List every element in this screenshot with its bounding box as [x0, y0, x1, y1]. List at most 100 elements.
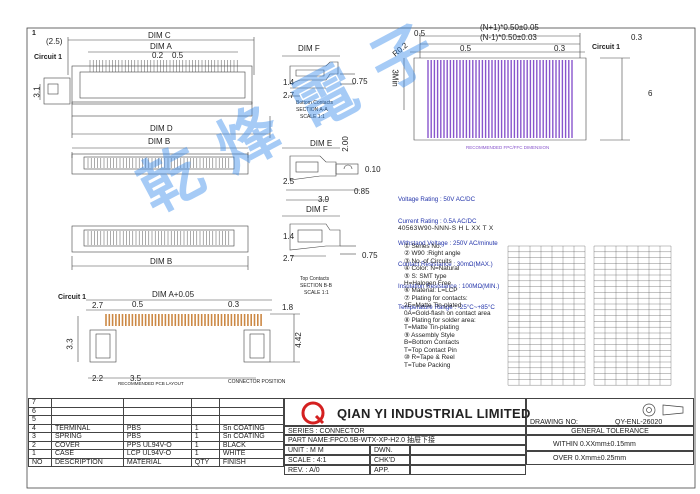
- legend-line: T=Top Contact Pin: [404, 346, 457, 354]
- unit-cell: UNIT : M M: [284, 445, 370, 455]
- legend-line: B=Bottom Contacts: [404, 339, 460, 347]
- bom-no: 4: [28, 423, 52, 433]
- bom-qty: 1: [190, 449, 220, 459]
- bom-qty: [190, 406, 220, 416]
- circuit1-top-label: Circuit 1: [34, 54, 63, 61]
- rev-cell: REV. : A/0: [284, 465, 370, 475]
- bom-material: [122, 406, 192, 416]
- spec-line: Temperature Range : -25°C~+85°C: [398, 304, 495, 312]
- sec3-d27: 2.7: [283, 254, 295, 263]
- sec2-d085: 0.85: [354, 187, 370, 196]
- bom-qty: 1: [190, 432, 220, 442]
- company-name: QIAN YI INDUSTRIAL LIMITED: [337, 406, 531, 421]
- bom-no: 7: [28, 398, 52, 408]
- bom-no: 1: [28, 449, 52, 459]
- sec3-dim-f: DIM F: [306, 205, 328, 214]
- fp-circuit1: Circuit 1: [58, 294, 87, 301]
- sec2-d25: 2.5: [283, 177, 295, 186]
- bom-no: NO: [28, 457, 52, 467]
- fpc-d05-left: 0.5: [414, 29, 426, 38]
- sec3-d075: 0.75: [362, 251, 378, 260]
- drawing-no-label: DRAWING NO:: [530, 419, 578, 426]
- section-a-caption1: Bottom Contacts: [296, 100, 333, 106]
- spec-line: Current Rating : 0.5A AC/DC: [398, 218, 477, 226]
- fpc-d05-mid: 0.5: [460, 44, 472, 53]
- section-a-caption2: SECTION A-A: [296, 107, 328, 113]
- bom-finish: [218, 406, 285, 416]
- sec3-caption3: SCALE 1:1: [304, 290, 329, 296]
- sec2-dim-e: DIM E: [310, 139, 333, 148]
- bom-row: 6: [28, 406, 285, 416]
- series-text: SERIES : CONNECTOR: [288, 428, 365, 435]
- company-logo: [301, 401, 325, 425]
- fp-dim-a: DIM A+0.05: [152, 290, 195, 299]
- sec2-d010: 0.10: [365, 165, 381, 174]
- bom-finish: Sn COATING: [218, 432, 285, 442]
- spec-line: Voltage Rating : 50V AC/DC: [398, 196, 476, 204]
- bom-description: [50, 398, 124, 408]
- bom-description: CASE: [50, 449, 124, 459]
- series-cell: SERIES : CONNECTOR: [284, 426, 526, 435]
- pitch-05-label: 0.5: [172, 51, 184, 60]
- fp-caption: RECOMMENDED PCB LAYOUT: [118, 381, 184, 386]
- bom-description: DESCRIPTION: [50, 457, 124, 467]
- legend-line: ⑥ Material: L=LCP: [404, 287, 458, 295]
- legend-line: ⑦ Plating for contacts:: [404, 294, 468, 302]
- bom-no: 5: [28, 415, 52, 425]
- dim-d-label: DIM D: [150, 124, 173, 133]
- legend-line: ⑤ S: SMT type: [404, 272, 447, 280]
- tolerance-title: GENERAL TOLERANCE: [571, 428, 649, 435]
- sec3-caption1: Top Contacts: [300, 276, 330, 282]
- fp-d03: 0.3: [228, 300, 240, 309]
- bom-finish: [218, 415, 285, 425]
- section-a-caption3: SCALE 1:1: [300, 114, 325, 120]
- tolerance-over: OVER 0.Xmm±0.25mm: [553, 455, 627, 462]
- d-27-label-1: 2.7: [283, 91, 295, 100]
- chkd-cell: CHK'D: [370, 455, 410, 465]
- pitch-02-label: 0.2: [152, 51, 164, 60]
- bom-description: TERMINAL: [50, 423, 124, 433]
- dwn-text: DWN.: [374, 447, 393, 454]
- fp-d27: 2.7: [92, 301, 104, 310]
- drawing-no: QY-ENL-26020: [615, 419, 663, 426]
- bom-no: 6: [28, 406, 52, 416]
- app-cell: APP.: [370, 465, 410, 475]
- fpc-circuit1: Circuit 1: [592, 44, 621, 51]
- scale-text: SCALE : 4:1: [288, 457, 327, 464]
- bom-finish: Sn COATING: [218, 423, 285, 433]
- dim-a-label: DIM A: [150, 42, 172, 51]
- legend-line: T=Matte Tin-plating: [404, 324, 459, 332]
- part-code-legend: ① Series No. ② W90 :Right angle ③ No. of…: [404, 243, 491, 369]
- fpc-formula1: (N+1)*0.50±0.05: [480, 23, 539, 32]
- dim-c-label: DIM C: [148, 31, 171, 40]
- bom-description: COVER: [50, 440, 124, 450]
- d-075-label-1: 0.75: [352, 77, 368, 86]
- sec3-d14: 1.4: [283, 232, 295, 241]
- legend-line: ④ Color: N=Natural: [404, 265, 460, 273]
- bom-no: 3: [28, 432, 52, 442]
- part-name-cell: PART NAME:FPC0.5B-WTX-XP-H2.0 抽屉下接: [284, 435, 526, 445]
- legend-line: 0A=Gold-flash on contact area: [404, 309, 491, 317]
- bom-material: LCP UL94V-O: [122, 449, 192, 459]
- bom-qty: 1: [190, 440, 220, 450]
- rev-text: REV. : A/0: [288, 467, 320, 474]
- legend-line: ③ No. of Circuits: [404, 257, 452, 265]
- front-dim-b: DIM B: [148, 137, 171, 146]
- legend-line: H=Halogen Free: [404, 280, 452, 288]
- spec-line: Contact Resistance : 30mΩ(MAX.): [398, 261, 493, 269]
- bom-finish: [218, 398, 285, 408]
- bom-qty: [190, 415, 220, 425]
- bom-description: [50, 406, 124, 416]
- title-company-cell: QIAN YI INDUSTRIAL LIMITED: [284, 398, 530, 426]
- tolerance-within-cell: WITHIN 0.XXmm±0.15mm: [526, 435, 694, 451]
- legend-line: T=Tube Packing: [404, 361, 451, 369]
- fpc-d03: 0.3: [554, 44, 566, 53]
